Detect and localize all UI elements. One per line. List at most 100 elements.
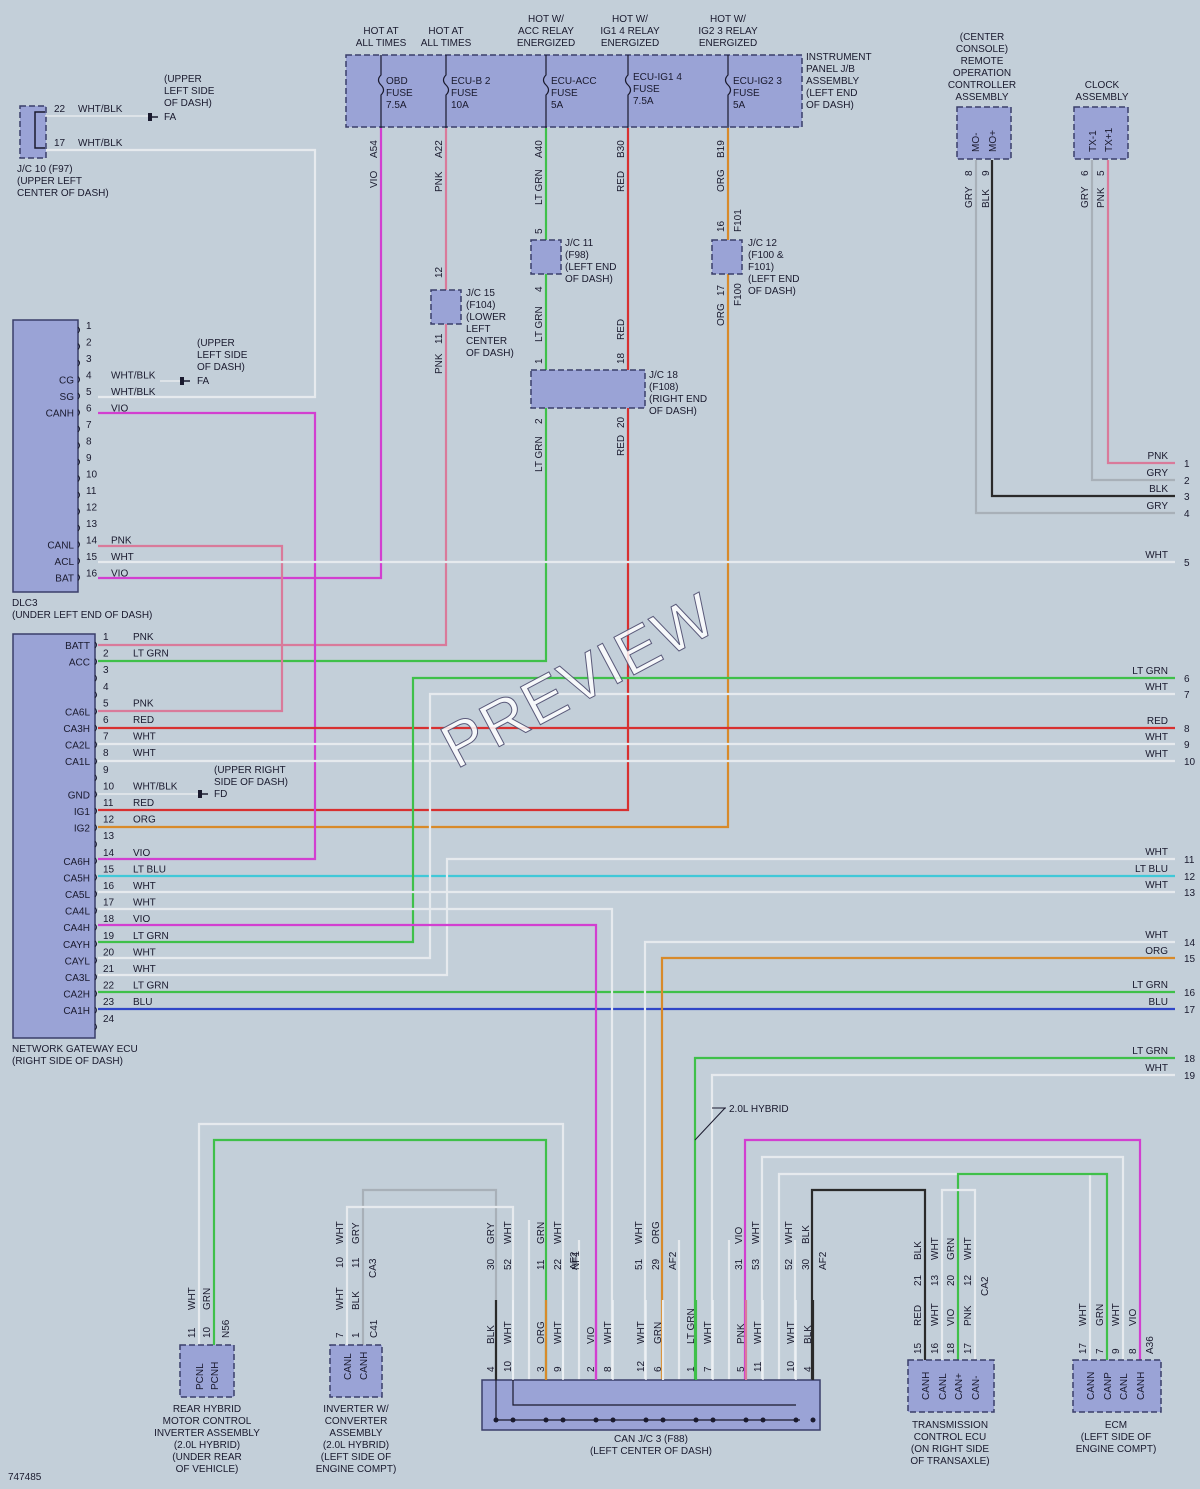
diagram-id: 747485 [8, 1472, 42, 1483]
jc12-l5: OF DASH) [748, 286, 796, 297]
jc18-l4: OF DASH) [649, 406, 697, 417]
tcm-pin-canh: CANH [921, 1372, 932, 1400]
gateway-terminal-4 [94, 691, 97, 699]
clock-box [1073, 106, 1129, 160]
right-ref-6: 6 [1184, 674, 1190, 685]
gateway-wire-12: ORG [133, 815, 156, 826]
ground-fa-top-l3: OF DASH) [164, 98, 212, 109]
tcm-wire-wht: WHT [930, 1303, 941, 1326]
canjc3-splice-1 [510, 1417, 516, 1423]
canjc3-splice-10 [743, 1417, 749, 1423]
dlc3-pin-6: 6 [86, 404, 92, 415]
canjc3-bottom-num-9: 7 [703, 1366, 714, 1372]
tcm-num-15: 15 [913, 1342, 924, 1354]
canjc3-bottom-num-3: 9 [553, 1366, 564, 1372]
fuse-3-type: FUSE [633, 84, 660, 95]
jc11-l2: (F98) [565, 250, 589, 261]
gateway-terminal-22 [94, 990, 97, 997]
gateway-label-22: CA2H [63, 990, 90, 1001]
ground-fa-top-l2: LEFT SIDE [164, 86, 215, 97]
ground-fd-l3: FD [214, 789, 227, 800]
fuse-ecuig2: ECU-IG2 3 FUSE 5A B19 ORG [716, 55, 782, 192]
fuse-1-color: PNK [434, 171, 445, 192]
fuse-0-name: OBD [386, 76, 408, 87]
tcm-l2: CONTROL ECU [914, 1432, 986, 1443]
gateway-pin-6: 6 [103, 715, 109, 726]
right-ref-18: 18 [1184, 1054, 1196, 1065]
fuse-1-rating: 10A [451, 100, 469, 111]
ground-fd: (UPPER RIGHT SIDE OF DASH) FD [98, 765, 288, 800]
ip-jb-label: INSTRUMENT PANEL J/B ASSEMBLY (LEFT END … [806, 52, 872, 111]
right-wire-15: ORG [1145, 946, 1168, 957]
jc10-wire-17: WHT/BLK [78, 138, 123, 149]
wire-vio-obd [98, 128, 383, 580]
right-wire-16: LT GRN [1132, 980, 1168, 991]
gateway-wire-23: BLU [133, 997, 152, 1008]
canjc3-splice-8 [693, 1417, 699, 1423]
ground-fa-top-l1: (UPPER [164, 74, 202, 85]
supply-labels: HOT AT ALL TIMES HOT AT ALL TIMES HOT W/… [356, 14, 758, 49]
canjc3-bottom-wire-11: WHT [753, 1321, 764, 1344]
dlc3-wire-5: WHT/BLK [111, 387, 156, 398]
tcm-l4: OF TRANSAXLE) [910, 1456, 989, 1467]
jc11-pin-4: 4 [534, 286, 545, 292]
jc12-wire: ORG [716, 303, 727, 326]
jc11-l1: J/C 11 [565, 238, 594, 249]
canjc3-top-wire-0: GRY [486, 1222, 497, 1244]
canjc3-top-conn-4: AF2 [569, 1251, 580, 1270]
fuse-obd: OBD FUSE 7.5A A54 VIO [369, 55, 413, 188]
canjc3-top-conn-8: AF2 [668, 1251, 679, 1270]
dlc3-label-5: SG [60, 392, 75, 403]
dlc3-label-14: CANL [47, 541, 74, 552]
dlc3-terminal-12 [77, 508, 80, 515]
clock-wire-gry: GRY [1080, 186, 1091, 208]
tcm-num-17: 17 [963, 1342, 974, 1354]
right-wire-18: LT GRN [1132, 1046, 1168, 1057]
jc12-pin-17: 17 [716, 284, 727, 296]
ground-fd-l2: SIDE OF DASH) [214, 777, 288, 788]
canjc3-splice-6 [643, 1417, 649, 1423]
rear-l5: (UNDER REAR [172, 1452, 241, 1463]
canjc3-splice-11 [760, 1417, 766, 1423]
ground-fa-top-l4: FA [164, 112, 177, 123]
gateway-pin-21: 21 [103, 964, 115, 975]
dlc3-pin-8: 8 [86, 437, 92, 448]
jc12-box [711, 239, 743, 275]
right-ref-9: 9 [1184, 740, 1190, 751]
gateway-terminal-17 [94, 907, 97, 914]
canjc3-top-num-12: 30 [801, 1258, 812, 1270]
canjc3-bottom-wire-6: WHT [636, 1321, 647, 1344]
canjc3-bottom-num-6: 12 [636, 1360, 647, 1372]
gateway-terminal-18 [94, 923, 97, 931]
jc18-pin-1: 1 [534, 358, 545, 364]
gateway-label-6: CA3H [63, 724, 90, 735]
tcm-num-18: 18 [946, 1342, 957, 1354]
fuse-0-rating: 7.5A [386, 100, 407, 111]
canjc3-bottom-num-13: 4 [803, 1366, 814, 1372]
gateway-label-2: ACC [69, 658, 90, 669]
right-wire-11: WHT [1145, 847, 1168, 858]
dlc3-terminal-8 [77, 442, 80, 449]
gateway-label-16: CA5L [65, 890, 90, 901]
canjc3-top-num-2: 11 [536, 1259, 547, 1270]
jc11-wire: LT GRN [534, 306, 545, 342]
tcm-upper-13: 13 [930, 1274, 941, 1286]
canjc3-splice-0 [493, 1417, 499, 1423]
wire-clock-pnk [1106, 160, 1175, 465]
fuse-2-pin: A40 [534, 140, 545, 158]
gateway-pin-1: 1 [103, 632, 109, 643]
canjc3-top-wire-2: GRN [536, 1222, 547, 1244]
wire-r15 [660, 956, 1175, 1380]
jc11: 5 4 LT GRN J/C 11 (F98) (LEFT END OF DAS… [530, 228, 617, 342]
canjc3-bottom-wire-1: WHT [503, 1321, 514, 1344]
jc12-conn-f101: F101 [733, 209, 744, 232]
wire-console-blk [990, 160, 1175, 498]
right-ref-14: 14 [1184, 938, 1196, 949]
right-ref-12: 12 [1184, 872, 1196, 883]
clock-pin-tx-plus: TX+1 [1104, 127, 1115, 152]
wire-dlc-canh [98, 411, 317, 861]
jc18-l3: (RIGHT END [649, 394, 707, 405]
ecm-num-17: 17 [1078, 1342, 1089, 1354]
